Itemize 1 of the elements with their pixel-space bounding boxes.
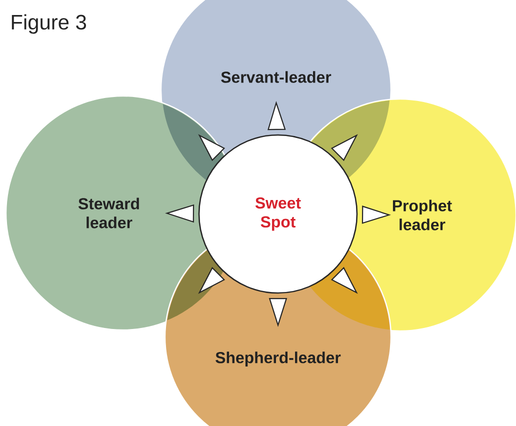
figure-title: Figure 3 [12, 14, 86, 34]
